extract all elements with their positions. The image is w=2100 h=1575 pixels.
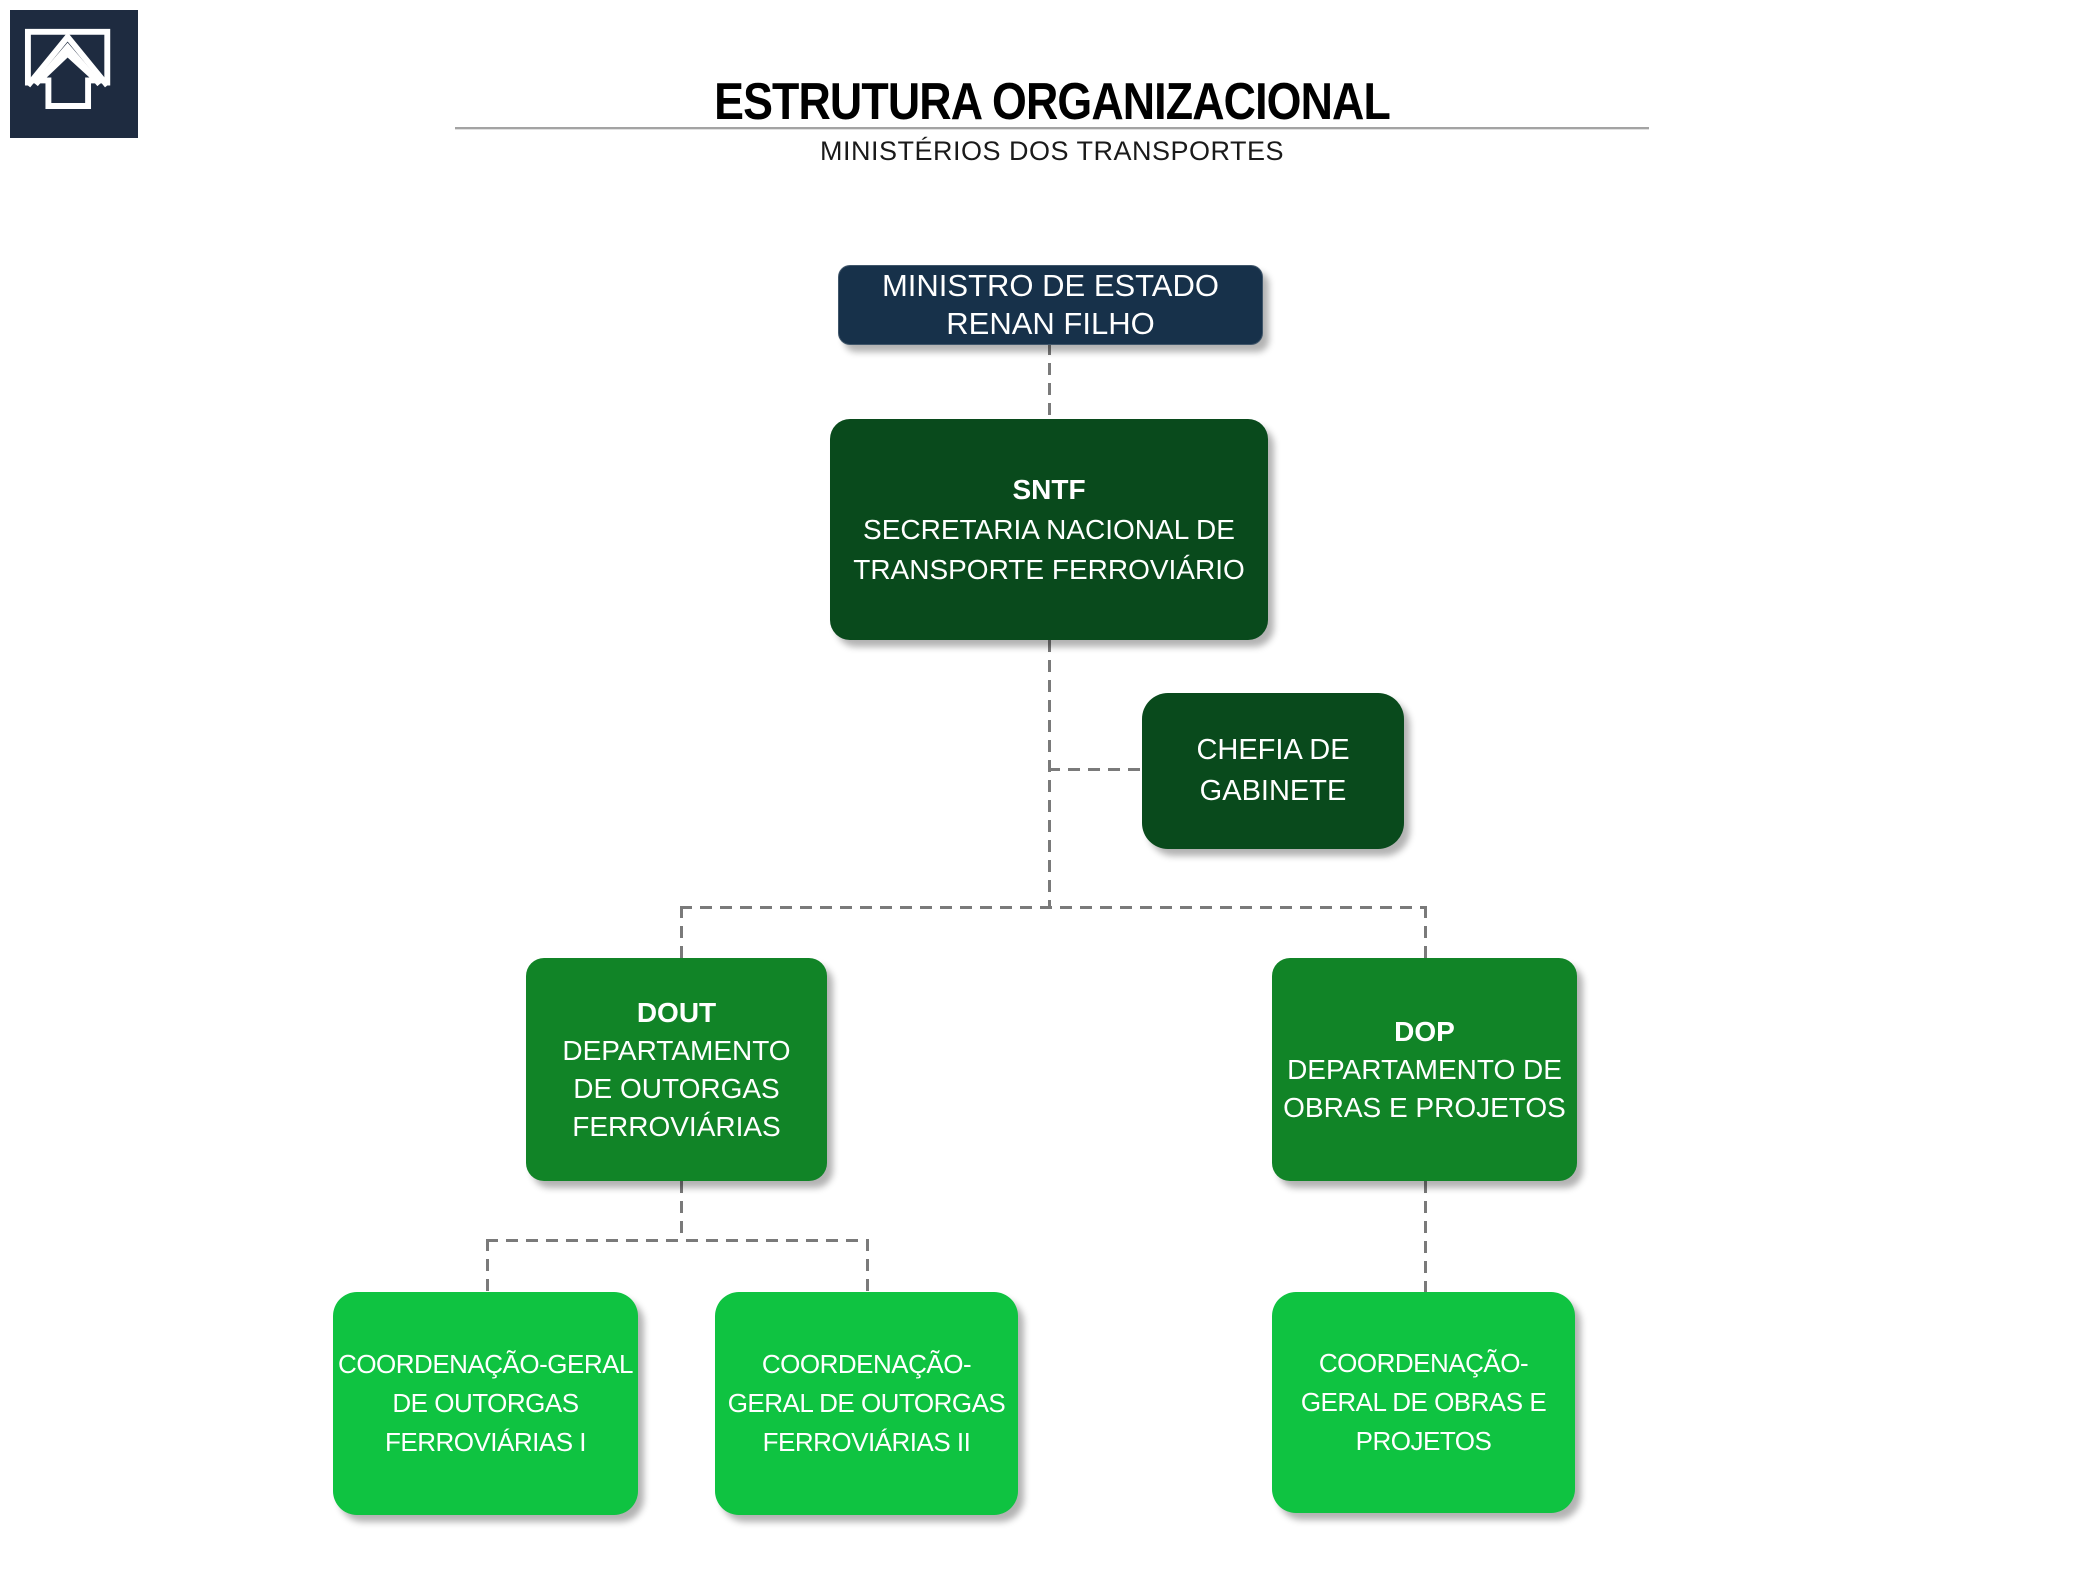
org-node-minister-label: MINISTRO DE ESTADO RENAN FILHO	[881, 268, 1219, 341]
page-subtitle: MINISTÉRIOS DOS TRANSPORTES	[819, 136, 1285, 166]
org-node-cg-outorgas-2: COORDENAÇÃO- GERAL DE OUTORGAS FERROVIÁR…	[715, 1292, 1018, 1515]
org-node-dop-label: DEPARTAMENTO DE OBRAS E PROJETOS	[1283, 1053, 1566, 1123]
org-node-minister: MINISTRO DE ESTADO RENAN FILHO	[838, 265, 1263, 345]
connector-dout-coordinations	[486, 1239, 869, 1242]
transportes-logo-icon	[10, 10, 138, 138]
connector-sntf-departments	[680, 906, 1426, 909]
org-node-sntf-acronym: SNTF	[1012, 473, 1086, 505]
connector-drop-cg2	[866, 1239, 869, 1292]
title-divider	[455, 127, 1649, 129]
connector-drop-dout	[680, 906, 683, 958]
connector-drop-cg1	[486, 1239, 489, 1292]
connector-minister-sntf	[1048, 343, 1051, 419]
connector-sntf-stem	[1048, 640, 1051, 908]
org-node-dop-acronym: DOP	[1394, 1015, 1455, 1047]
connector-sntf-chefia	[1048, 768, 1142, 771]
logo	[10, 10, 138, 138]
org-node-dout-acronym: DOUT	[636, 996, 717, 1028]
org-node-dout-label: DEPARTAMENTO DE OUTORGAS FERROVIÁRIAS	[562, 1034, 791, 1142]
org-node-dout: DOUT DEPARTAMENTO DE OUTORGAS FERROVIÁRI…	[526, 958, 827, 1181]
connector-drop-dop	[1424, 906, 1427, 958]
connector-dop-cg-obras	[1424, 1181, 1427, 1292]
org-node-cg-outorgas-1: COORDENAÇÃO-GERAL DE OUTORGAS FERROVIÁRI…	[333, 1292, 638, 1515]
org-node-dop: DOP DEPARTAMENTO DE OBRAS E PROJETOS	[1272, 958, 1577, 1181]
page-title: ESTRUTURA ORGANIZACIONAL	[714, 73, 1391, 131]
org-node-cg2-label: COORDENAÇÃO- GERAL DE OUTORGAS FERROVIÁR…	[727, 1349, 1006, 1457]
org-node-sntf-label: SECRETARIA NACIONAL DE TRANSPORTE FERROV…	[853, 513, 1245, 585]
org-node-cg-obras-projetos: COORDENAÇÃO- GERAL DE OBRAS E PROJETOS	[1272, 1292, 1575, 1513]
org-node-chefia-label: CHEFIA DE GABINETE	[1196, 734, 1350, 807]
org-node-chefia-de-gabinete: CHEFIA DE GABINETE	[1142, 693, 1404, 849]
org-node-cg1-label: COORDENAÇÃO-GERAL DE OUTORGAS FERROVIÁRI…	[338, 1349, 633, 1457]
org-node-cg3-label: COORDENAÇÃO- GERAL DE OBRAS E PROJETOS	[1300, 1348, 1547, 1456]
org-node-sntf: SNTF SECRETARIA NACIONAL DE TRANSPORTE F…	[830, 419, 1268, 640]
connector-dout-stem	[680, 1181, 683, 1241]
